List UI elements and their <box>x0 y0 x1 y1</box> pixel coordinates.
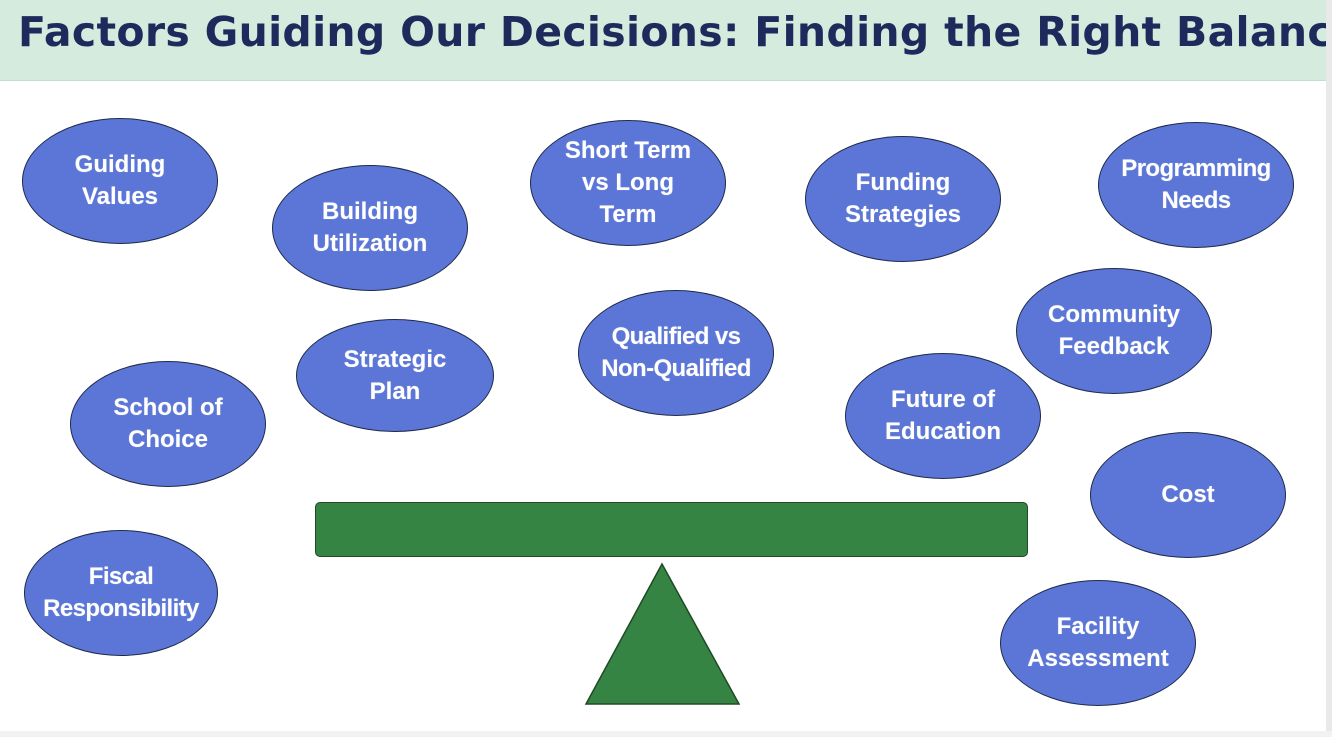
factor-programming-needs: Programming Needs <box>1098 122 1294 248</box>
balance-beam <box>315 502 1028 557</box>
page-title: Factors Guiding Our Decisions: Finding t… <box>18 8 1332 56</box>
title-banner: Factors Guiding Our Decisions: Finding t… <box>0 0 1332 81</box>
factor-qualified-vs-non-qualified: Qualified vs Non-Qualified <box>578 290 774 416</box>
factor-label: School of Choice <box>113 394 223 453</box>
factor-building-utilization: Building Utilization <box>272 165 468 291</box>
factor-label: Facility Assessment <box>1027 613 1169 672</box>
factor-future-of-education: Future of Education <box>845 353 1041 479</box>
slide-edge-bottom <box>0 731 1332 737</box>
factor-label: Qualified vs Non-Qualified <box>601 323 751 382</box>
slide-edge <box>1326 0 1332 737</box>
factor-school-of-choice: School of Choice <box>70 361 266 487</box>
factor-label: Funding Strategies <box>844 169 962 228</box>
factor-label: Future of Education <box>884 386 1001 445</box>
factor-community-feedback: Community Feedback <box>1016 268 1212 394</box>
balance-fulcrum <box>584 562 741 705</box>
factor-fiscal-responsibility: Fiscal Responsibility <box>24 530 218 656</box>
factor-funding-strategies: Funding Strategies <box>805 136 1001 262</box>
factor-label: Short Term vs Long Term <box>564 137 692 228</box>
factor-label: Cost <box>1161 481 1215 508</box>
factor-cost: Cost <box>1090 432 1286 558</box>
fulcrum-triangle <box>584 562 741 705</box>
factor-strategic-plan: Strategic Plan <box>296 319 494 432</box>
factor-short-vs-long-term: Short Term vs Long Term <box>530 120 726 246</box>
factor-label: Fiscal Responsibility <box>43 563 199 622</box>
factor-label: Guiding Values <box>74 151 166 210</box>
factor-facility-assessment: Facility Assessment <box>1000 580 1196 706</box>
factor-label: Strategic Plan <box>343 345 447 405</box>
factor-guiding-values: Guiding Values <box>22 118 218 244</box>
factor-label: Community Feedback <box>1048 301 1180 360</box>
factor-label: Building Utilization <box>312 198 428 257</box>
factor-label: Programming Needs <box>1121 155 1271 214</box>
